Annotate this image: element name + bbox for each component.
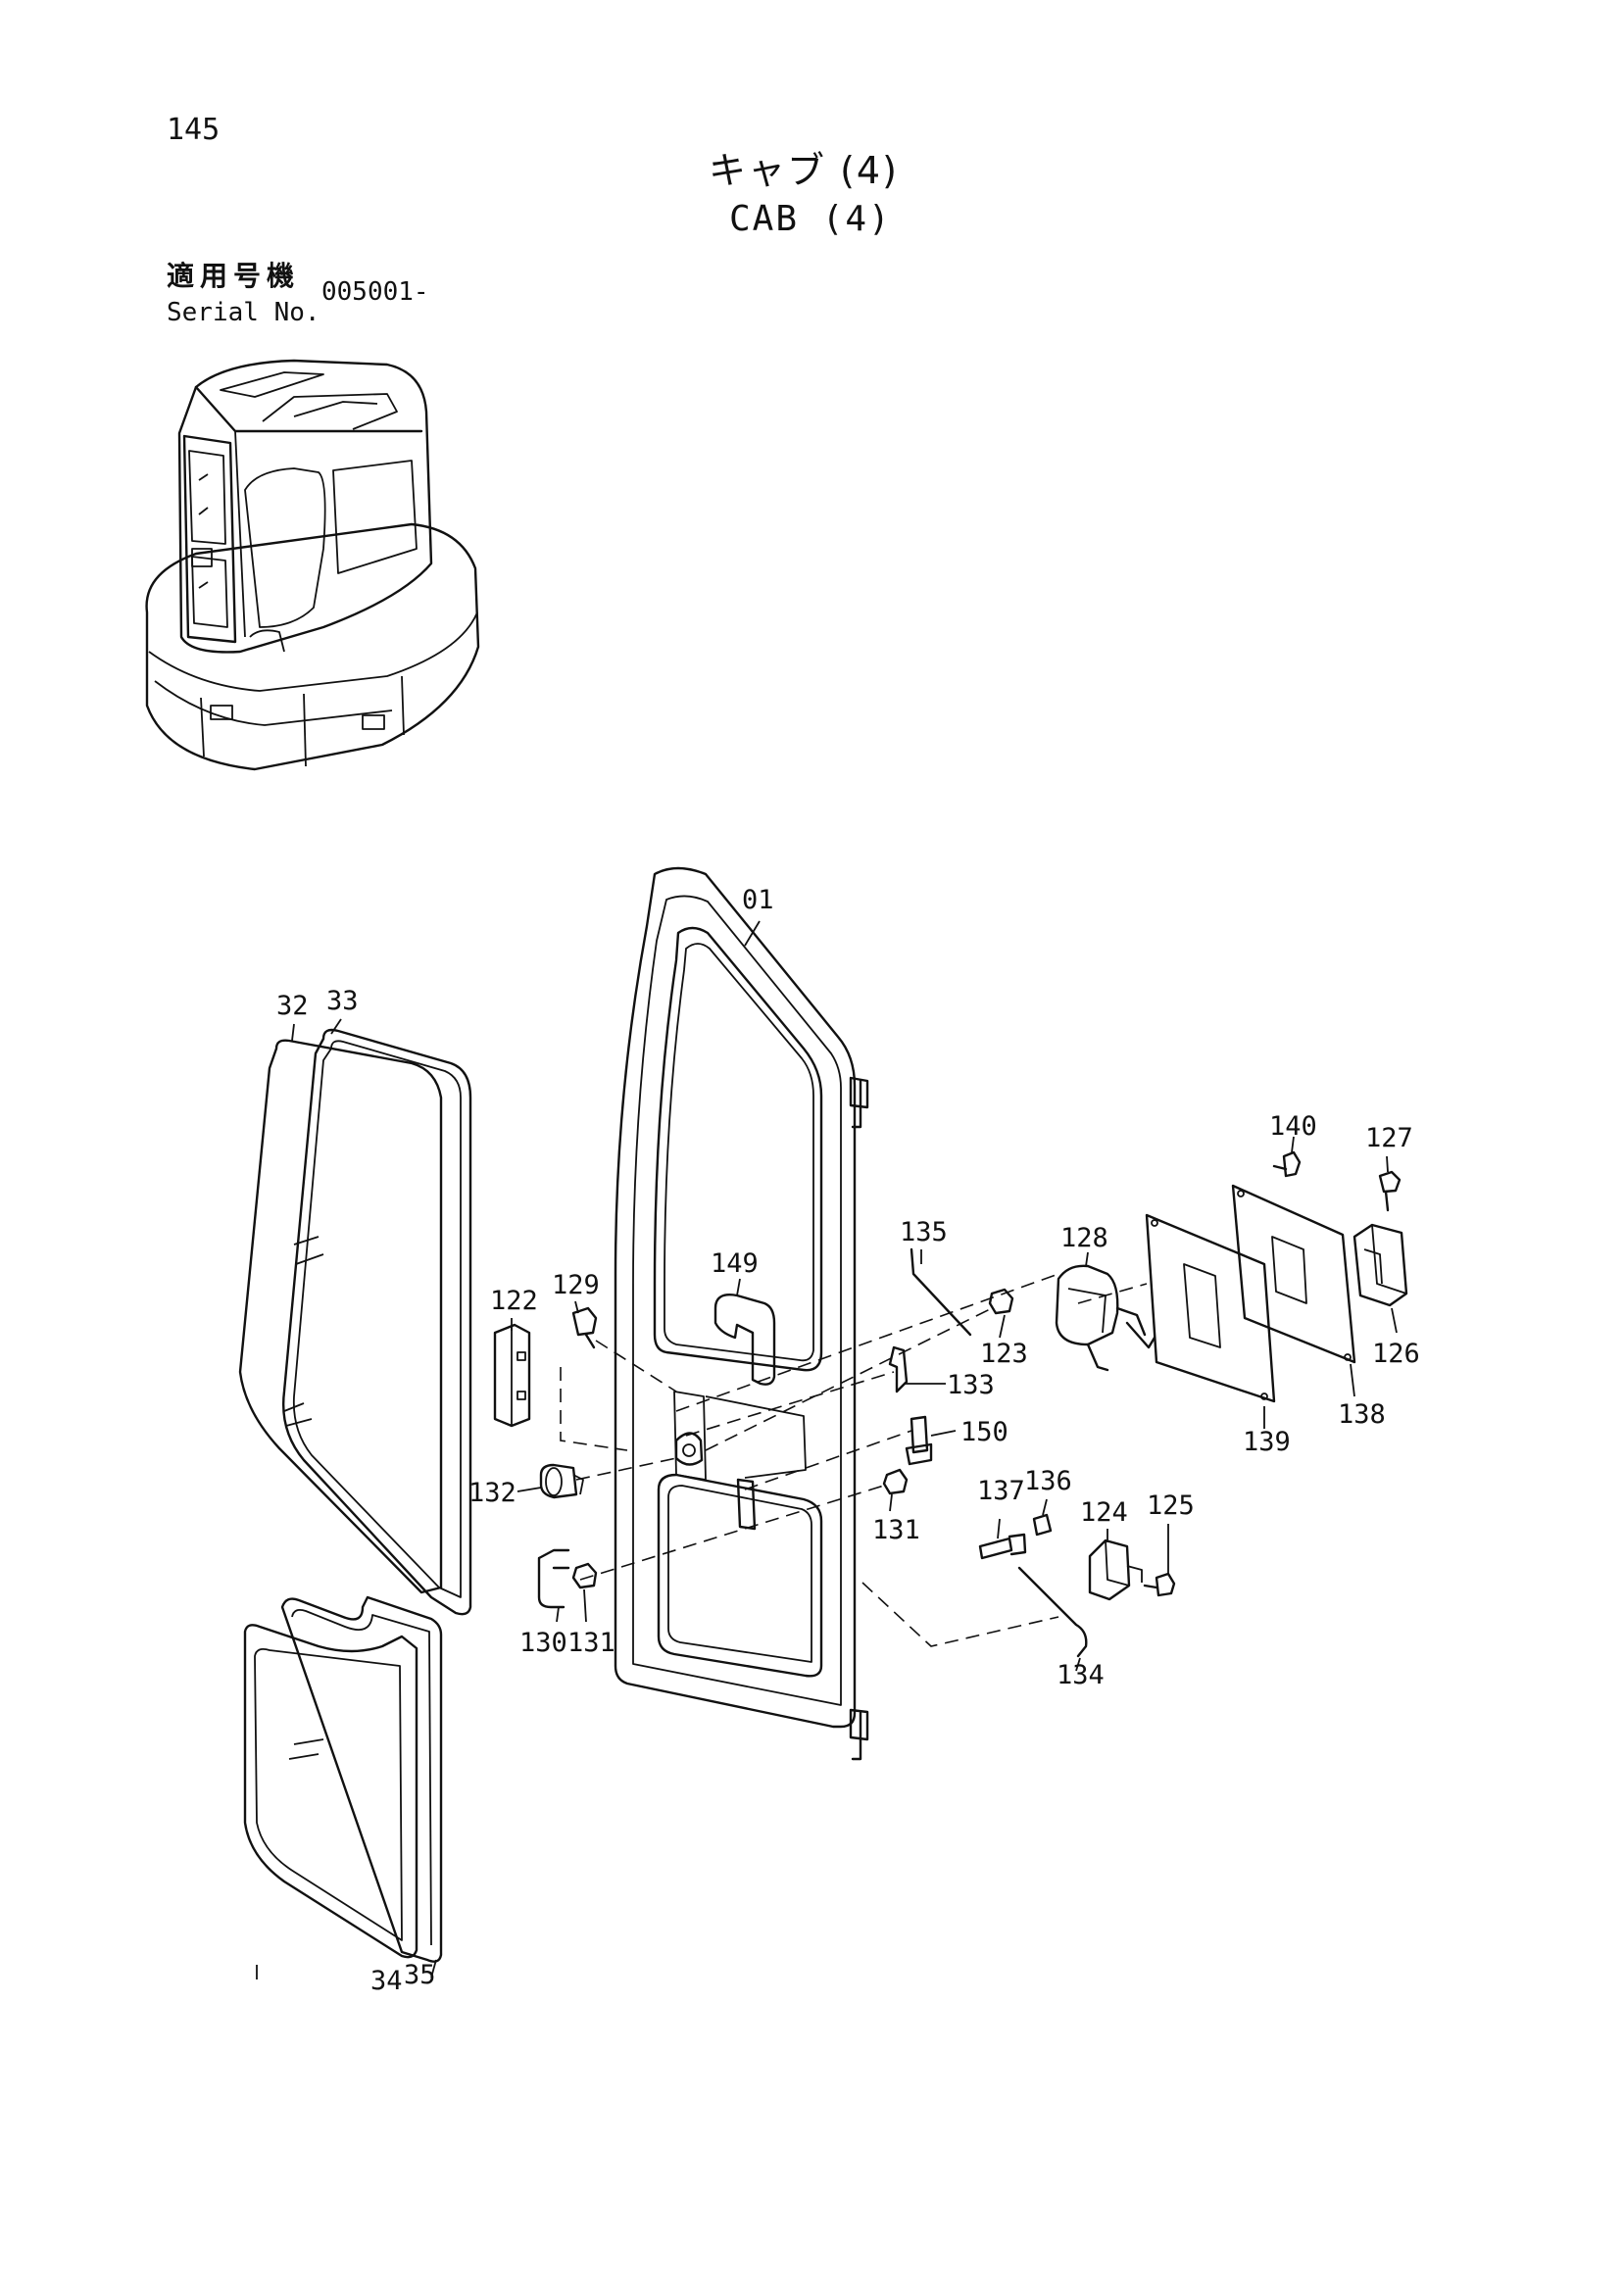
callout-124: 124 xyxy=(1080,1497,1128,1528)
callout-137: 137 xyxy=(977,1476,1025,1506)
callout-129: 129 xyxy=(552,1270,600,1300)
callout-138: 138 xyxy=(1338,1399,1386,1430)
part-124-latch xyxy=(1088,1539,1143,1601)
title-japanese: キャブ (4) xyxy=(709,149,899,192)
part-133-clip xyxy=(888,1345,909,1393)
callout-133: 133 xyxy=(947,1370,995,1400)
leader-lines xyxy=(256,920,1398,1979)
callout-122: 122 xyxy=(490,1286,538,1316)
part-136-collar xyxy=(1032,1513,1053,1537)
callout-32: 32 xyxy=(276,991,309,1021)
part-125-screw xyxy=(1143,1572,1176,1597)
serial-label-english: Serial No. xyxy=(167,298,320,327)
serial-label-japanese: 適用号機 xyxy=(167,260,301,292)
part-135-rod xyxy=(910,1247,972,1337)
callout-139: 139 xyxy=(1243,1427,1291,1457)
part-149-grab-handle xyxy=(713,1294,776,1386)
callout-149: 149 xyxy=(711,1248,759,1279)
part-150-bolt xyxy=(905,1415,933,1466)
callout-01: 01 xyxy=(742,885,774,915)
part-140-screw xyxy=(1272,1150,1302,1178)
part-122-handle-plate xyxy=(493,1323,531,1428)
part-01-door-frame xyxy=(614,866,869,1761)
page-number: 145 xyxy=(167,113,221,147)
part-123-nut xyxy=(988,1288,1014,1315)
callout-127: 127 xyxy=(1365,1123,1413,1153)
part-34-35-lower-glass-and-seal xyxy=(243,1595,443,1963)
part-138-plate xyxy=(1231,1184,1356,1364)
callout-128: 128 xyxy=(1060,1223,1108,1253)
serial-number-range: 005001- xyxy=(321,277,429,307)
callout-136: 136 xyxy=(1024,1466,1072,1496)
part-132-cylinder-lock xyxy=(539,1463,584,1499)
callout-34: 34 xyxy=(370,1966,403,1996)
part-139-gasket xyxy=(1145,1213,1276,1403)
callout-126: 126 xyxy=(1372,1339,1420,1369)
callout-labels: 01 32 33 34 35 122 123 124 125 126 127 1… xyxy=(276,885,1420,1996)
part-32-33-upper-glass-and-seal xyxy=(238,1028,472,1616)
part-131-nut-lower xyxy=(571,1562,598,1589)
part-130-u-bolt xyxy=(537,1548,570,1609)
callout-125: 125 xyxy=(1147,1490,1195,1521)
callout-134: 134 xyxy=(1057,1660,1105,1690)
callout-123: 123 xyxy=(980,1339,1028,1369)
callout-131-lower: 131 xyxy=(567,1628,615,1658)
part-127-screw xyxy=(1378,1170,1402,1212)
cab-overview-illustration xyxy=(145,359,480,771)
part-131-nut-upper xyxy=(882,1468,909,1495)
callout-131-upper: 131 xyxy=(872,1515,920,1545)
part-134-link-rod xyxy=(1017,1566,1088,1658)
assembly-dashed-lines xyxy=(560,1273,1148,1647)
callout-33: 33 xyxy=(326,986,359,1016)
callout-140: 140 xyxy=(1269,1111,1317,1142)
title-english: CAB (4) xyxy=(729,199,892,239)
callout-35: 35 xyxy=(404,1960,436,1990)
callout-130: 130 xyxy=(519,1628,567,1658)
part-129-bolt xyxy=(571,1306,598,1349)
part-128-lock-assembly xyxy=(1055,1264,1156,1372)
callout-150: 150 xyxy=(960,1417,1008,1447)
part-126-outer-handle xyxy=(1352,1223,1408,1307)
callout-135: 135 xyxy=(900,1217,948,1247)
callout-132: 132 xyxy=(468,1478,516,1508)
part-137-bolt xyxy=(978,1533,1027,1560)
